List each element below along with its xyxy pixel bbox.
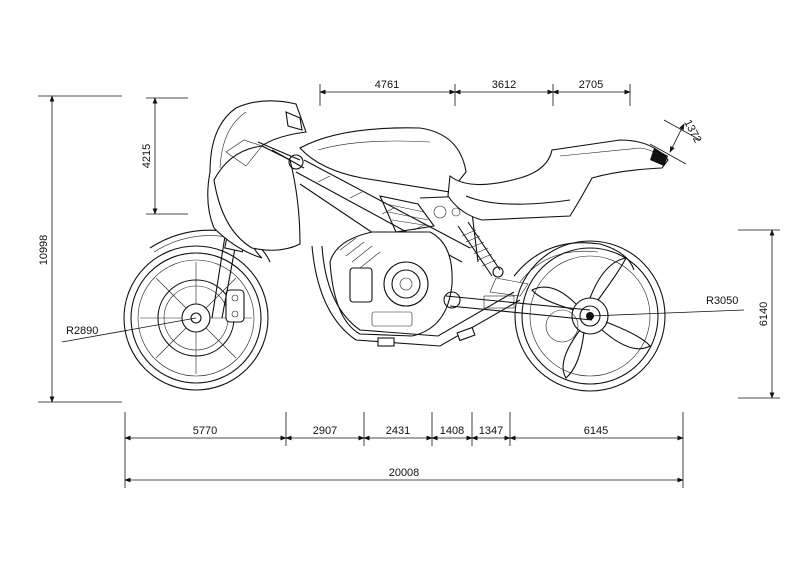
dim-top-2: 3612: [492, 79, 516, 91]
rear-shock: [457, 221, 504, 278]
dimension-lines: [38, 84, 780, 488]
dim-overall-height: 10998: [38, 235, 50, 266]
motorcycle-drawing: [123, 100, 669, 392]
handlebar: [257, 141, 301, 161]
dim-bottom-2: 2907: [313, 425, 337, 437]
dim-bottom-1: 5770: [193, 425, 217, 437]
dim-left-height: 4215: [141, 144, 153, 168]
dim-overall-length: 20008: [389, 467, 420, 479]
rear-fender: [513, 242, 635, 277]
dim-bottom-4: 1408: [440, 425, 464, 437]
dim-bottom-6: 6145: [584, 425, 608, 437]
dim-rear-radius: R3050: [706, 295, 738, 307]
seat-tail: [447, 139, 669, 221]
dim-top-1: 4761: [375, 79, 399, 91]
engine: [329, 195, 461, 337]
rear-wheel: [514, 240, 666, 392]
dim-right-height: 6140: [758, 302, 770, 326]
fuel-tank: [299, 127, 467, 193]
dim-bottom-5: 1347: [479, 425, 503, 437]
dim-top-3: 2705: [579, 79, 603, 91]
dim-front-radius: R2890: [66, 325, 98, 337]
dim-bottom-3: 2431: [386, 425, 410, 437]
exhaust: [311, 245, 521, 347]
front-wheel: [123, 245, 269, 391]
dimension-labels: 4761 3612 2705 1372 4215 10998 6140 R289…: [38, 79, 770, 479]
front-fairing: [207, 100, 307, 259]
